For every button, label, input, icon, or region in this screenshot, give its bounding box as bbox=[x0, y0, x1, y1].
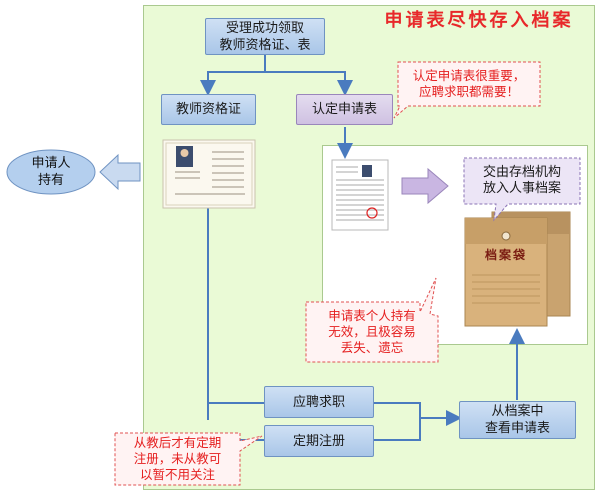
application-form-image bbox=[331, 159, 389, 231]
diagram-title: 申请表尽快存入档案 bbox=[384, 10, 574, 31]
archive-envelopes-image bbox=[464, 211, 571, 327]
envelope-label: 档案袋 bbox=[484, 248, 527, 262]
to-applicant-arrow bbox=[99, 153, 141, 191]
callout-archive-text: 交由存档机构 放入人事档案 bbox=[482, 165, 561, 196]
callout-important-shape bbox=[393, 61, 541, 119]
registration-box: 定期注册 bbox=[264, 425, 374, 457]
job-hunting-box: 应聘求职 bbox=[264, 386, 374, 418]
callout-registration-text: 从教后才有定期 注册，未从教可 以暂不用关注 bbox=[133, 435, 222, 482]
teacher-certificate-box: 教师资格证 bbox=[161, 94, 256, 125]
callout-registration-shape bbox=[114, 432, 263, 486]
check-archive-box: 从档案中 查看申请表 bbox=[459, 401, 576, 439]
applicant-ellipse bbox=[6, 149, 96, 195]
confirm-form-box: 认定申请表 bbox=[296, 94, 393, 125]
receive-certificate-box: 受理成功领取 教师资格证、表 bbox=[205, 18, 325, 55]
callout-important-text: 认定申请表很重要， 应聘求职都需要！ bbox=[412, 68, 526, 99]
certificate-image bbox=[162, 139, 256, 209]
to-archive-arrow bbox=[401, 167, 449, 205]
applicant-label: 申请人 持有 bbox=[31, 156, 71, 188]
callout-archive-shape bbox=[463, 157, 581, 222]
callout-invalid-text: 申请表个人持有 无效，且极容易 丢失、遗忘 bbox=[328, 308, 416, 355]
callout-invalid-shape bbox=[305, 277, 439, 363]
